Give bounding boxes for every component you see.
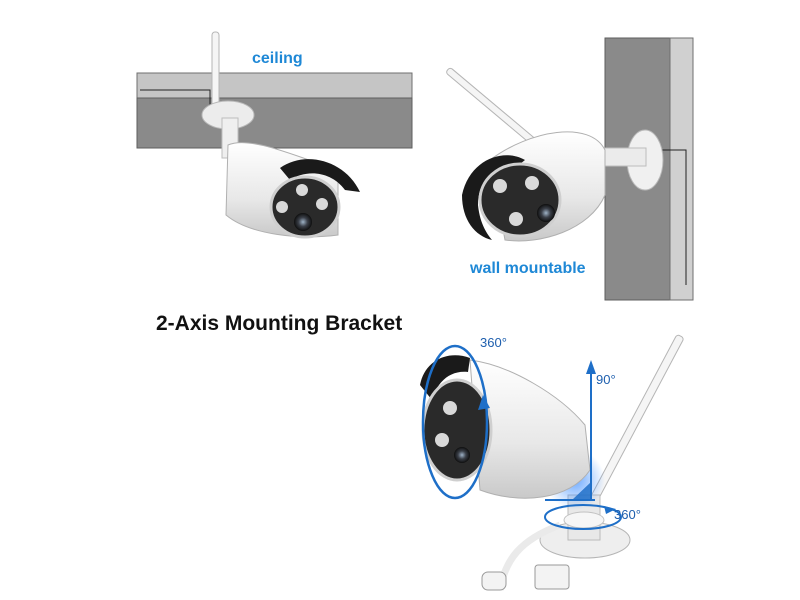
wall-camera-lens: [537, 204, 555, 222]
vertical-axis-arrowhead: [586, 360, 596, 374]
wall-camera-ir-led-2: [525, 176, 539, 190]
rotation-arc-horizontal: [421, 344, 489, 500]
ceiling-slab-underside: [136, 97, 413, 149]
wall-camera-ir-led-3: [509, 212, 523, 226]
vertical-angle-wedge: [572, 482, 591, 500]
wall-mountable-label: wall mountable: [470, 260, 586, 277]
bracket-camera-ir-led-1: [443, 401, 457, 415]
wall-camera-visor: [462, 155, 525, 240]
ceiling-slab-top: [136, 72, 413, 99]
ceiling-camera-face: [269, 175, 341, 239]
bracket-base-cap: [563, 511, 605, 529]
ceiling-camera-visor: [280, 159, 360, 192]
bracket-camera-lens: [454, 447, 470, 463]
wall-camera-face: [478, 162, 562, 238]
wall-mount-scene: [446, 37, 694, 301]
wall-mount-arm: [599, 147, 647, 167]
rotation-arc-base: [544, 504, 622, 530]
rotation-horizontal-label: 360°: [480, 335, 507, 350]
wall-camera-antenna: [446, 67, 542, 149]
bracket-power-connector: [481, 571, 507, 591]
ceiling-mount-scene: [136, 31, 413, 239]
bracket-title: 2-Axis Mounting Bracket: [156, 312, 403, 335]
bracket-rj45-connector: [534, 564, 570, 590]
bracket-camera-ir-led-2: [435, 433, 449, 447]
wall-camera-ir-led-1: [493, 179, 507, 193]
rotation-vertical-label: 90°: [596, 372, 616, 387]
rotation-base-label: 360°: [614, 507, 641, 522]
ceiling-camera-ir-led-2: [316, 198, 328, 210]
ceiling-camera-ir-led-3: [296, 184, 308, 196]
ceiling-camera-lens: [294, 213, 312, 231]
two-axis-bracket-scene: [420, 334, 684, 591]
rotation-arrowhead-base: [604, 506, 616, 514]
rotation-arrowhead-horizontal: [478, 395, 490, 410]
wall-line: [660, 149, 687, 285]
ceiling-camera-ir-led-1: [276, 201, 288, 213]
wall-side-face: [669, 37, 694, 301]
ceiling-label: ceiling: [252, 50, 303, 67]
